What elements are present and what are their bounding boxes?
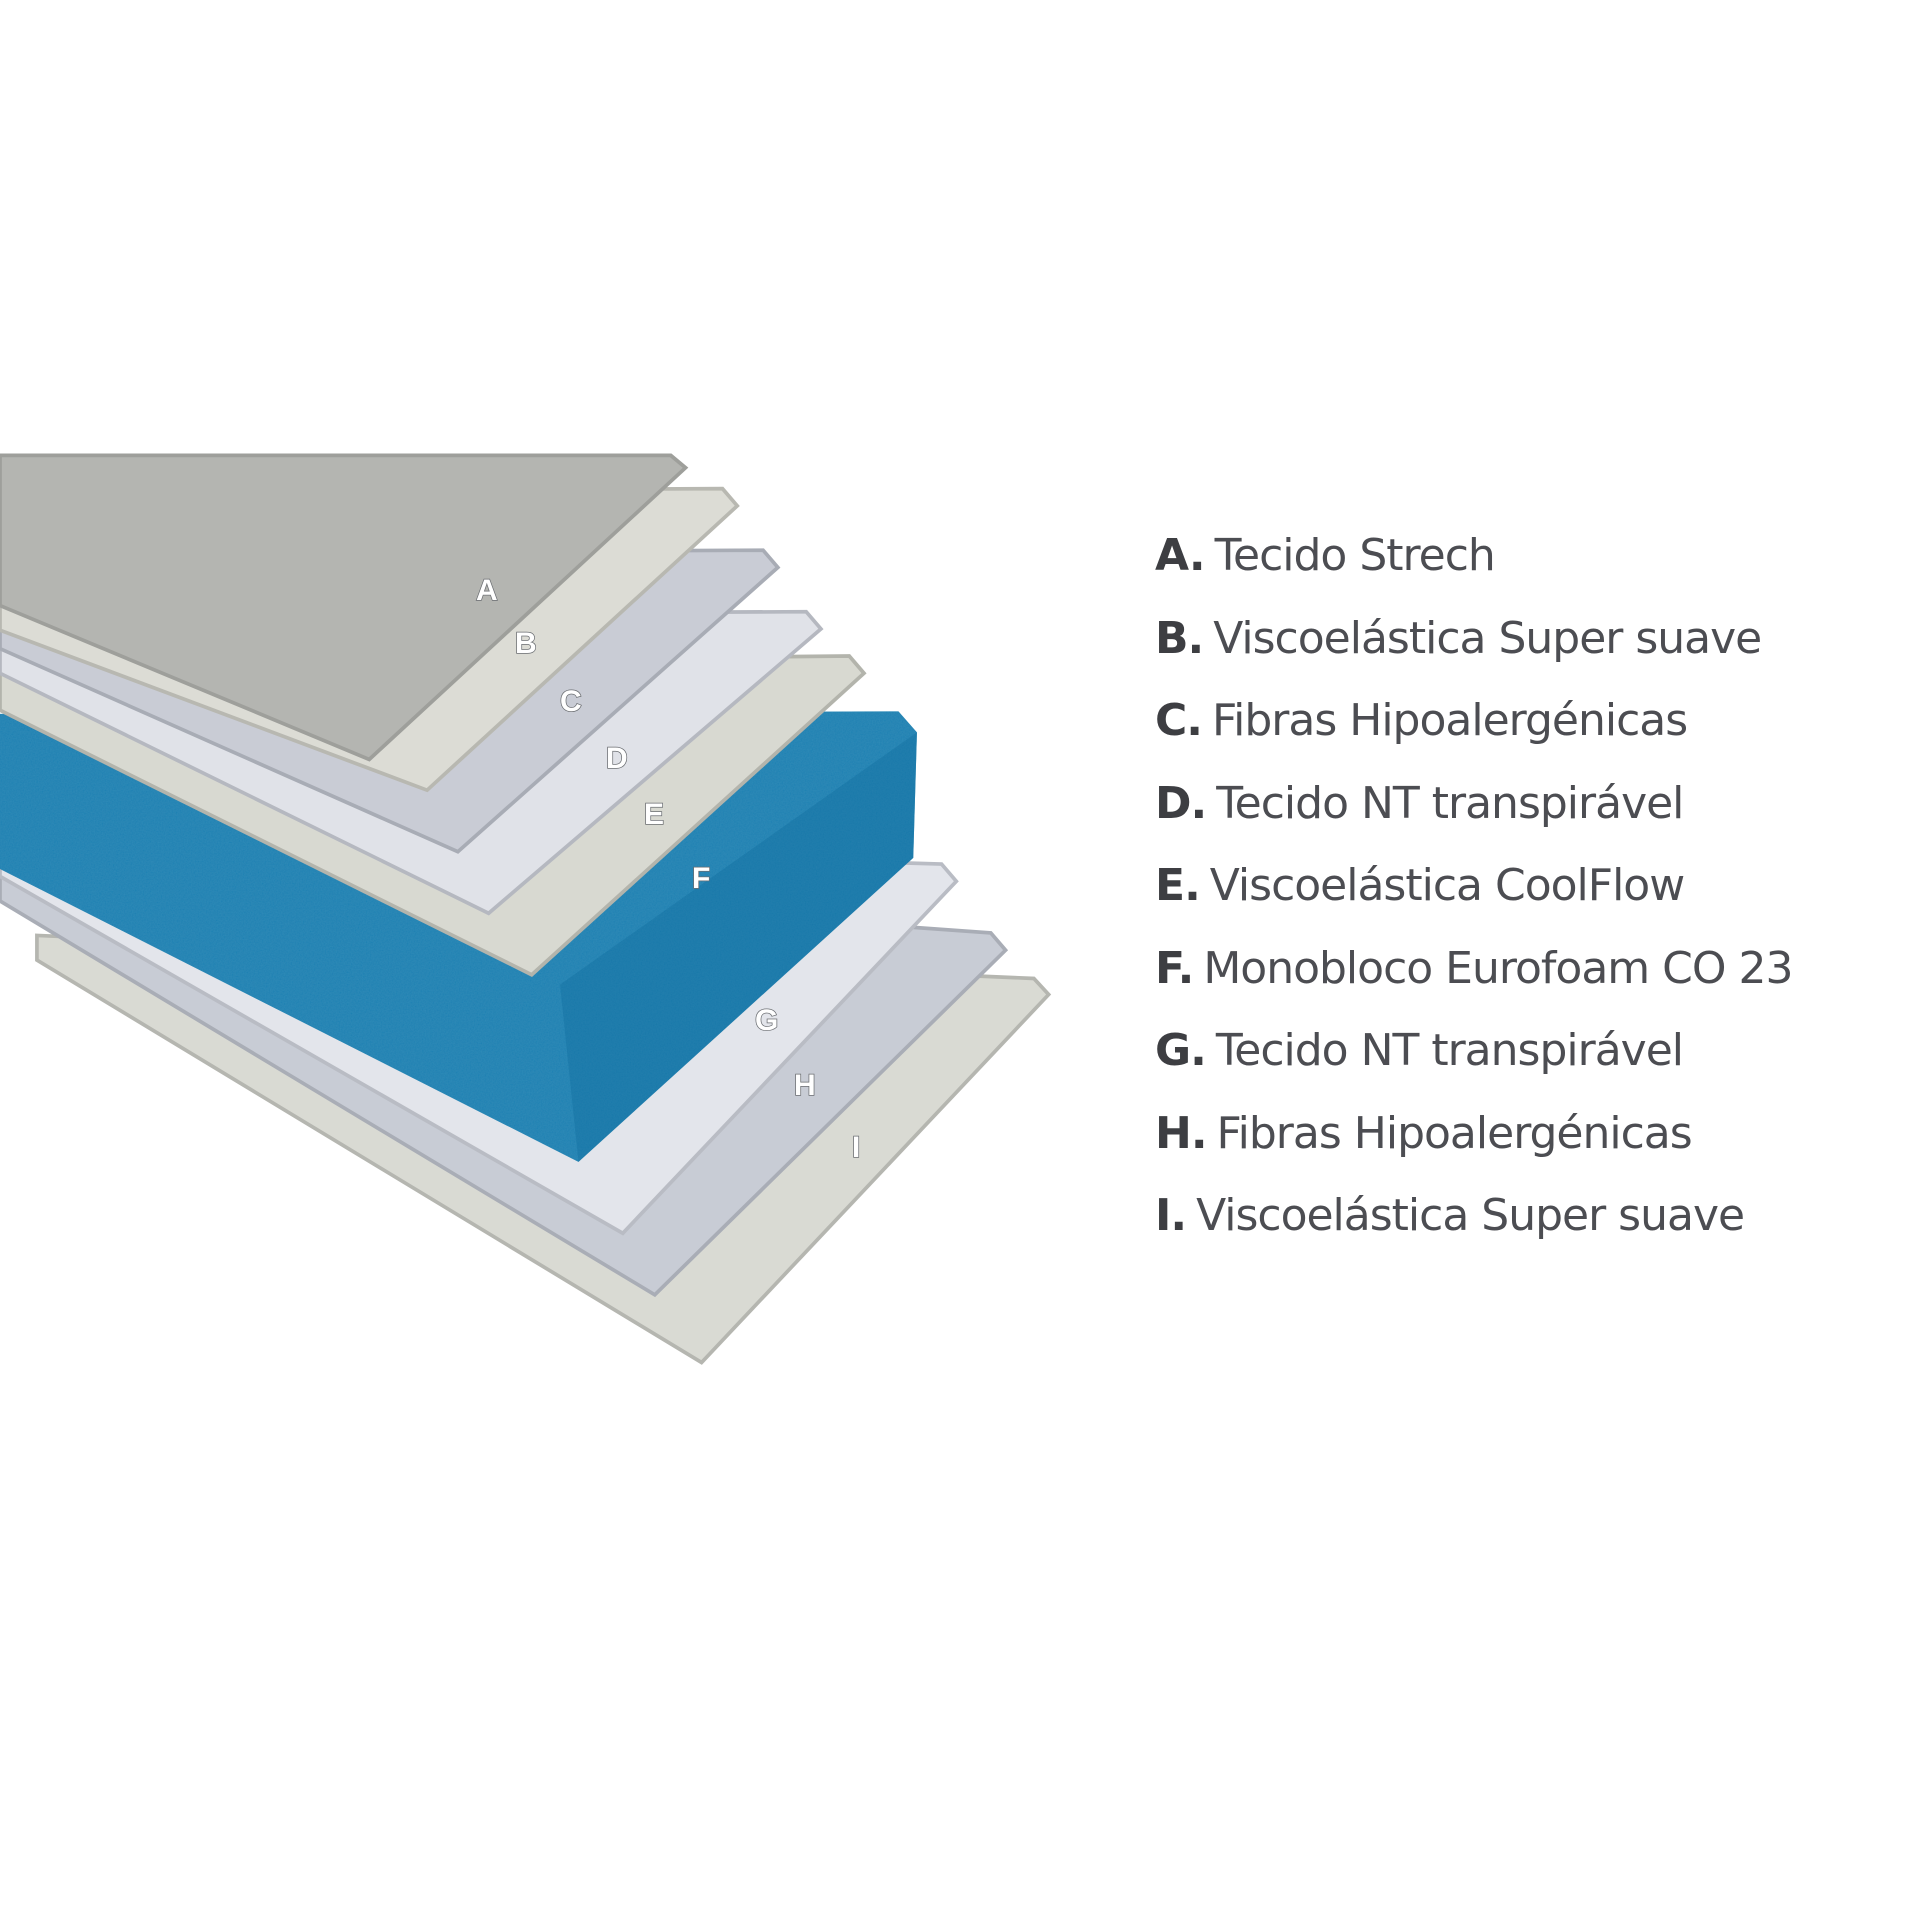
legend-separator: . <box>1177 942 1195 994</box>
legend-letter: C <box>1155 695 1187 746</box>
legend-text: Fibras Hipoalergénicas <box>1216 1107 1693 1159</box>
legend-letter: I <box>1155 1190 1171 1241</box>
legend-letter: A <box>1155 530 1190 581</box>
layer-a <box>0 453 689 762</box>
legend-item-g: G.Tecido NT transpirável <box>1155 1020 1792 1103</box>
image-label-b: B <box>515 627 537 660</box>
layer-f-foam-side <box>560 732 917 1162</box>
legend-letter: D <box>1155 777 1192 829</box>
legend-separator: . <box>1187 612 1205 664</box>
image-label-d: D <box>606 742 628 775</box>
legend-item-f: F.Monobloco Eurofoam CO 23 <box>1155 938 1793 1021</box>
legend-text: Fibras Hipoalergénicas <box>1212 695 1688 746</box>
legend-item-c: C.Fibras Hipoalergénicas <box>1155 690 1792 773</box>
image-label-a: A <box>476 574 498 607</box>
legend-item-i: I.Viscoelástica Super suave <box>1155 1185 1792 1268</box>
legend-separator: . <box>1170 1190 1187 1241</box>
legend-text: Viscoelástica Super suave <box>1213 612 1762 664</box>
legend-text: Tecido Strech <box>1214 530 1496 581</box>
legend-text: Tecido NT transpirável <box>1215 1025 1684 1076</box>
legend-text: Monobloco Eurofoam CO 23 <box>1203 942 1793 994</box>
image-label-i: I <box>852 1131 860 1164</box>
image-label-h: H <box>794 1069 816 1102</box>
legend-text: Viscoelástica Super suave <box>1196 1190 1745 1241</box>
legend-separator: . <box>1190 777 1208 829</box>
legend-item-e: E.Viscoelástica CoolFlow <box>1155 855 1792 938</box>
legend-item-h: H.Fibras Hipoalergénicas <box>1155 1103 1792 1186</box>
image-label-e: E <box>644 798 664 831</box>
image-label-c: C <box>560 685 582 718</box>
legend-letter: B <box>1155 612 1189 664</box>
legend-letter: G <box>1155 1025 1191 1076</box>
legend-text: Tecido NT transpirável <box>1216 777 1684 829</box>
legend-item-a: A.Tecido Strech <box>1155 525 1792 608</box>
legend-separator: . <box>1190 1107 1208 1159</box>
legend-letter: E <box>1155 860 1185 911</box>
legend-separator: . <box>1188 530 1206 581</box>
legend-letter: F <box>1155 942 1179 994</box>
legend-letter: H <box>1155 1107 1192 1159</box>
legend-text: Viscoelástica CoolFlow <box>1209 860 1685 911</box>
legend-item-b: B.Viscoelástica Super suave <box>1155 608 1792 691</box>
legend-separator: . <box>1190 1025 1207 1076</box>
image-label-g: G <box>755 1004 778 1037</box>
image-label-f: F <box>692 862 710 895</box>
legend-item-d: D.Tecido NT transpirável <box>1155 773 1792 856</box>
legend-separator: . <box>1186 695 1203 746</box>
legend-separator: . <box>1184 860 1201 911</box>
